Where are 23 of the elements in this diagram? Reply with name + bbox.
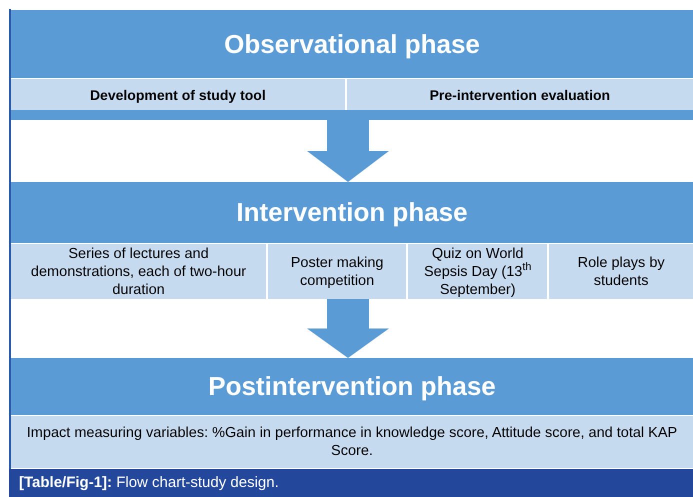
phase-band	[11, 358, 693, 468]
step-text: Pre-intervention evaluation	[430, 86, 610, 104]
phase-band	[11, 182, 693, 299]
block-arrow	[307, 299, 389, 358]
phase-band	[11, 10, 693, 120]
step-text: Series of lectures and demonstrations, each of two-hour duration	[30, 244, 248, 298]
step-cell	[346, 79, 693, 110]
step-text: Role plays by students	[576, 254, 666, 290]
step-text: Poster making competition	[290, 254, 384, 290]
step-cell	[408, 244, 548, 299]
step-cell	[11, 416, 693, 468]
caption: [Table/Fig-1]: Flow chart-study design.	[19, 472, 279, 493]
step-text: Development of study tool	[90, 86, 266, 104]
block-arrow	[307, 120, 389, 182]
step-text: Quiz on World Sepsis Day (13$^{th}$ September)	[423, 244, 532, 298]
phase-heading: Postintervention phase	[208, 370, 496, 403]
step-cell	[268, 244, 406, 299]
step-cell	[11, 244, 266, 299]
phase-heading: Intervention phase	[236, 196, 468, 229]
step-text: Impact measuring variables: %Gain in performance in knowledge score, Attitude score, and total KAP Score.	[26, 424, 678, 460]
step-cell	[11, 79, 345, 110]
phase-heading: Observational phase	[224, 28, 480, 60]
step-cell	[549, 244, 693, 299]
